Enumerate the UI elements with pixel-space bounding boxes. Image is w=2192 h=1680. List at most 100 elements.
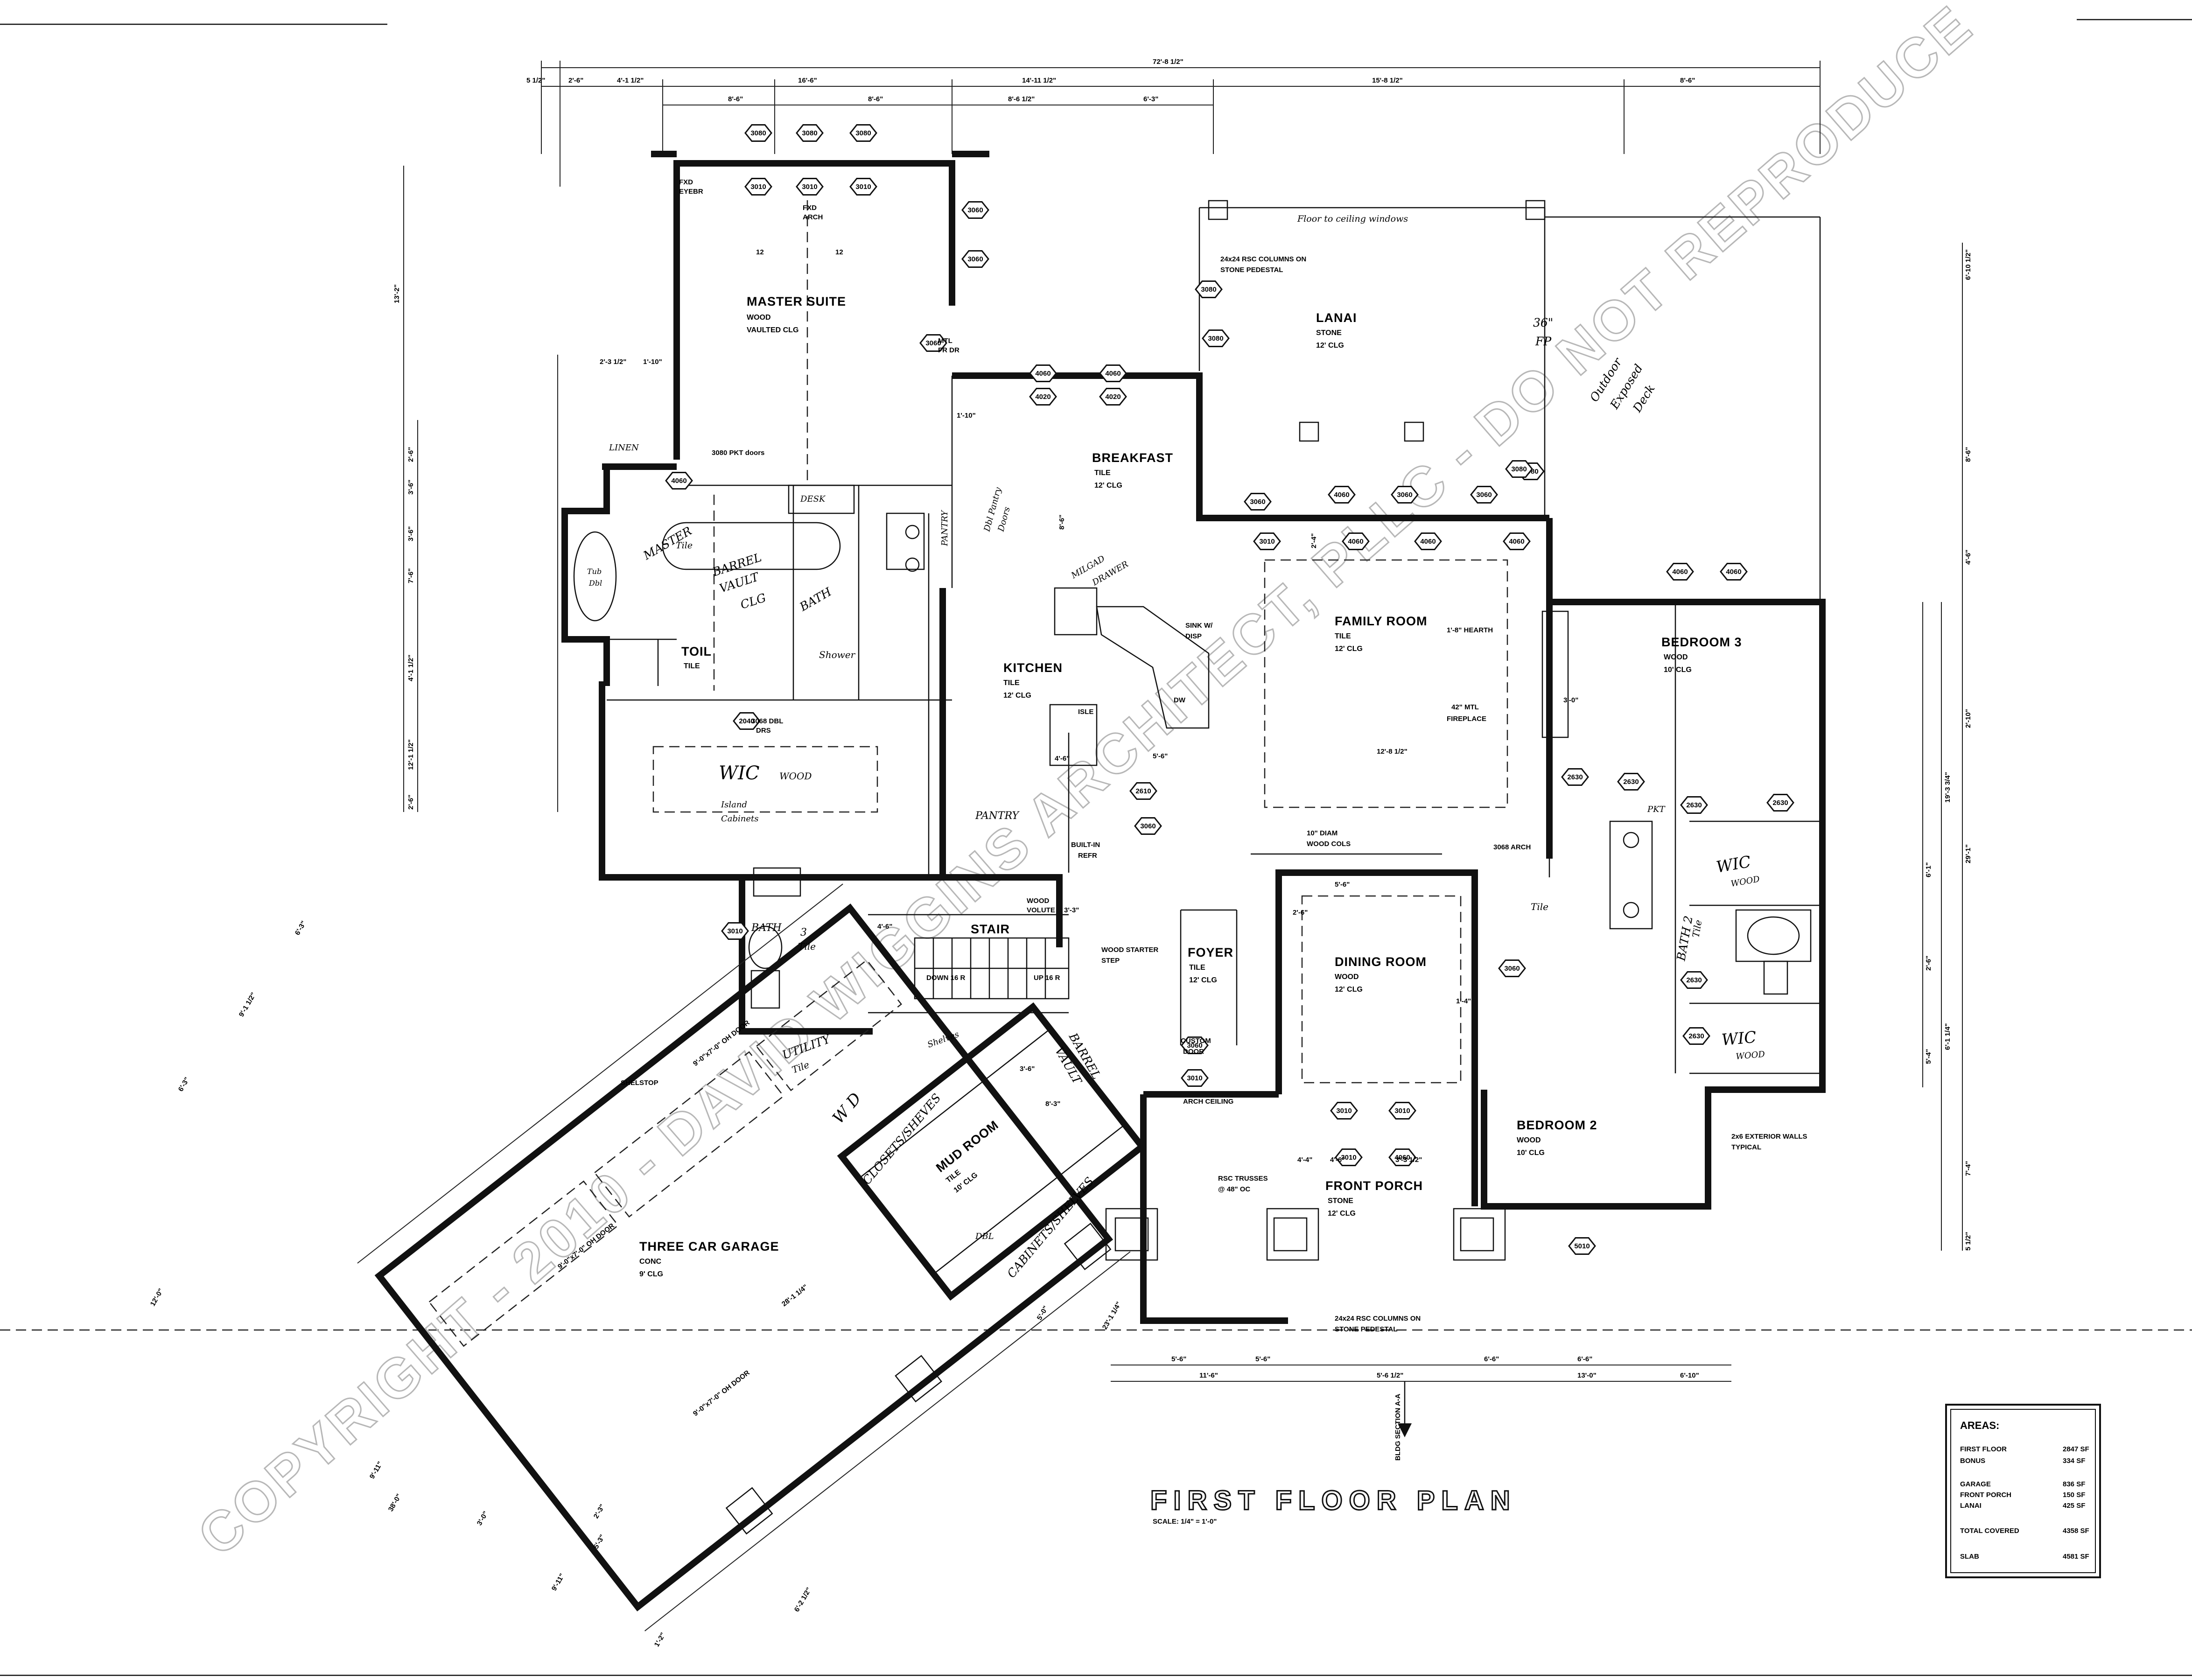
window-tag: 2630 (1682, 1027, 1710, 1045)
garage-name: THREE CAR GARAGE (639, 1239, 779, 1253)
window-tag: 3060 (919, 334, 947, 352)
window-tag: 2040 (733, 712, 761, 730)
hand-tub-dbl: Dbl (588, 579, 602, 588)
window-tag-label: 4060 (1672, 568, 1688, 576)
foyer-name: FOYER (1188, 945, 1233, 959)
dim-int-7: 3'-3 1/2" (1395, 1156, 1422, 1164)
hand-linen: LINEN (609, 443, 639, 453)
window-tag: 3010 (1335, 1148, 1363, 1166)
window-tag-hexagon (1099, 364, 1127, 382)
hand-cabinets: Cabinets (721, 814, 759, 824)
window-tag: 2630 (1561, 768, 1589, 786)
window-tag-hexagon (1680, 796, 1708, 814)
hand-desk: DESK (800, 494, 826, 504)
garage-dimensions: 6'-3" 9'-1 1/2" 6'-3" 12'-0" 28'-1 1/4" … (149, 919, 1123, 1648)
bedroom3-ceiling: 10' CLG (1664, 666, 1692, 674)
dim-top-5: 14'-11 1/2" (1022, 77, 1056, 84)
plan-scale: SCALE: 1/4" = 1'-0" (1153, 1518, 1217, 1526)
bedroom2-ceiling: 10' CLG (1517, 1149, 1545, 1157)
window-tag-label: 4060 (1348, 538, 1363, 546)
dim-right-4: 2'-10" (1964, 709, 1972, 728)
note-dbl-drs-1: 3068 DBL (751, 717, 783, 725)
dim-left-6: 3'-6" (407, 526, 415, 541)
note-exterior-walls-2: TYPICAL (1731, 1143, 1761, 1151)
window-tag-hexagon (1342, 532, 1370, 550)
window-tag: 4060 (1342, 532, 1370, 550)
mud-room-walls (837, 1002, 1147, 1301)
window-tag-hexagon (1720, 563, 1748, 581)
window-tag: 4060 (1503, 532, 1531, 550)
window-tag: 3010 (1330, 1102, 1358, 1120)
exterior-walls (561, 151, 1826, 1324)
window-tag-hexagon (1666, 563, 1694, 581)
sheet-border-marks (0, 19, 2192, 1676)
hand-wood: WOOD (779, 770, 812, 782)
dim-top-3: 4'-1 1/2" (617, 77, 644, 84)
note-sink-disp-2: DISP (1185, 632, 1202, 640)
note-fireplace-1: 42" MTL (1451, 703, 1479, 711)
window-tag: 3080 (1505, 460, 1533, 478)
dim-right-9: 5'-4" (1925, 1049, 1933, 1064)
note-columns-top-1: 24x24 RSC COLUMNS ON (1220, 255, 1306, 263)
window-tag: 3010 (849, 178, 877, 196)
kitchen-floor: TILE (1003, 679, 1020, 687)
garage-floor: CONC (639, 1258, 662, 1266)
note-rsc-trusses-2: @ 48" OC (1218, 1185, 1250, 1193)
hand-bath2-tile: Tile (1690, 919, 1704, 938)
window-tag: 3080 (849, 124, 877, 142)
note-isle: ISLE (1078, 708, 1093, 716)
dim-bottom-1: 5'-6" (1171, 1355, 1186, 1363)
window-tag-hexagon (1682, 1027, 1710, 1045)
window-tag: 4060 (1029, 364, 1057, 382)
areas-header: AREAS: (1960, 1420, 1999, 1431)
mud-room-name: MUD ROOM (933, 1118, 1001, 1175)
hand-fp-36: 36" (1533, 316, 1553, 329)
window-tag-hexagon (1766, 794, 1794, 812)
window-tag-label: 3080 (855, 129, 871, 137)
dim-int-14: 3'-3" (1064, 906, 1079, 914)
breakfast-floor: TILE (1094, 469, 1111, 477)
window-tag-hexagon (1181, 1036, 1209, 1054)
title-block: FIRST FLOOR PLAN SCALE: 1/4" = 1'-0" (1150, 1485, 1517, 1526)
areas-row-label: GARAGE (1960, 1480, 1991, 1488)
dim-gar-10: 5'-3" (592, 1533, 607, 1550)
note-fxd-arch-2: ARCH (803, 213, 823, 221)
dim-gar-15: 5'-0" (1036, 1304, 1050, 1322)
window-tag-hexagon (733, 712, 761, 730)
hand-island: Island (721, 800, 747, 810)
note-hearth: 1'-8" HEARTH (1447, 626, 1493, 634)
hand-clg: CLG (739, 591, 768, 612)
top-dimensions: 72'-8 1/2" 5 1/2" 2'-6" 4'-1 1/2" 16'-6"… (526, 58, 1821, 187)
window-tag-hexagon (1505, 460, 1533, 478)
room-labels: MASTER SUITE WOOD VAULTED CLG LANAI STON… (639, 294, 1742, 1278)
note-arch-3068: 3068 ARCH (1493, 843, 1531, 851)
window-tag-hexagon (961, 201, 989, 219)
window-tag-label: 3010 (802, 183, 817, 191)
areas-row-value: 4358 SF (2063, 1527, 2089, 1535)
window-tag: 2630 (1680, 796, 1708, 814)
window-tag: 3010 (1388, 1102, 1416, 1120)
family-room-name: FAMILY ROOM (1335, 614, 1428, 628)
note-fxd-eyebr-1: FXD (679, 178, 693, 186)
dim-bottom-7: 13'-0" (1577, 1372, 1597, 1379)
section-marker (1398, 1381, 1412, 1437)
window-tag-hexagon (1498, 959, 1526, 977)
window-tag-label: 3010 (855, 183, 871, 191)
plan-title: FIRST FLOOR PLAN (1150, 1485, 1517, 1516)
hand-wic-bed2-wood: WOOD (1736, 1050, 1766, 1062)
dim-right-6: 29'-1" (1964, 844, 1972, 863)
window-tag-hexagon (919, 334, 947, 352)
window-tag-label: 4060 (671, 477, 686, 485)
window-tag-hexagon (849, 178, 877, 196)
dim-gar-4: 12'-0" (149, 1287, 165, 1308)
hand-tile: Tile (676, 540, 693, 551)
dim-int-3: 5'-6" (1153, 752, 1168, 760)
areas-row-label: SLAB (1960, 1553, 1979, 1561)
hand-wic-master: WIC (719, 763, 760, 784)
master-suite-name: MASTER SUITE (747, 294, 846, 308)
dim-bottom-8: 6'-10" (1680, 1372, 1699, 1379)
dim-gar-5: 28'-1 1/4" (780, 1283, 809, 1308)
window-tag-label: 2630 (1772, 799, 1788, 807)
